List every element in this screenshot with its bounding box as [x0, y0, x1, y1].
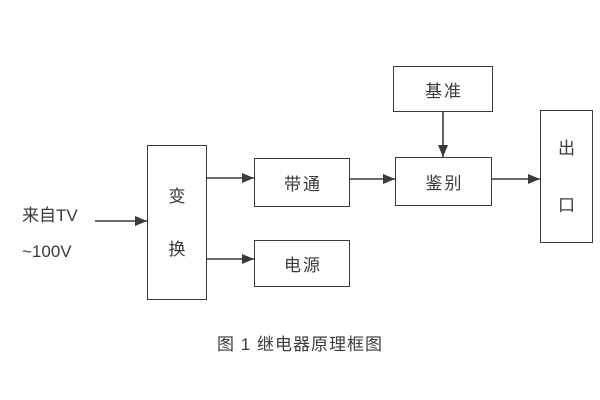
block-discriminator-label: 鉴别: [425, 174, 464, 193]
block-outlet: 出 口: [540, 110, 593, 243]
block-power: 电源: [254, 240, 350, 287]
block-transform-char-2: 换: [168, 239, 186, 259]
block-power-label: 电源: [284, 256, 322, 275]
block-reference: 基准: [393, 66, 493, 112]
block-outlet-char-2: 口: [558, 195, 575, 215]
block-transform-char-1: 变: [168, 186, 186, 206]
figure-caption: 图 1 继电器原理框图: [217, 335, 383, 354]
block-bandpass-label: 带通: [284, 175, 322, 194]
block-reference-label: 基准: [425, 81, 463, 101]
block-transform: 变 换: [147, 145, 207, 300]
block-bandpass: 带通: [254, 158, 350, 207]
block-outlet-char-1: 出: [558, 138, 575, 158]
block-discriminator: 鉴别: [395, 157, 492, 206]
input-voltage-label: ~100V: [22, 242, 72, 261]
input-source-label: 来自TV: [22, 206, 78, 225]
